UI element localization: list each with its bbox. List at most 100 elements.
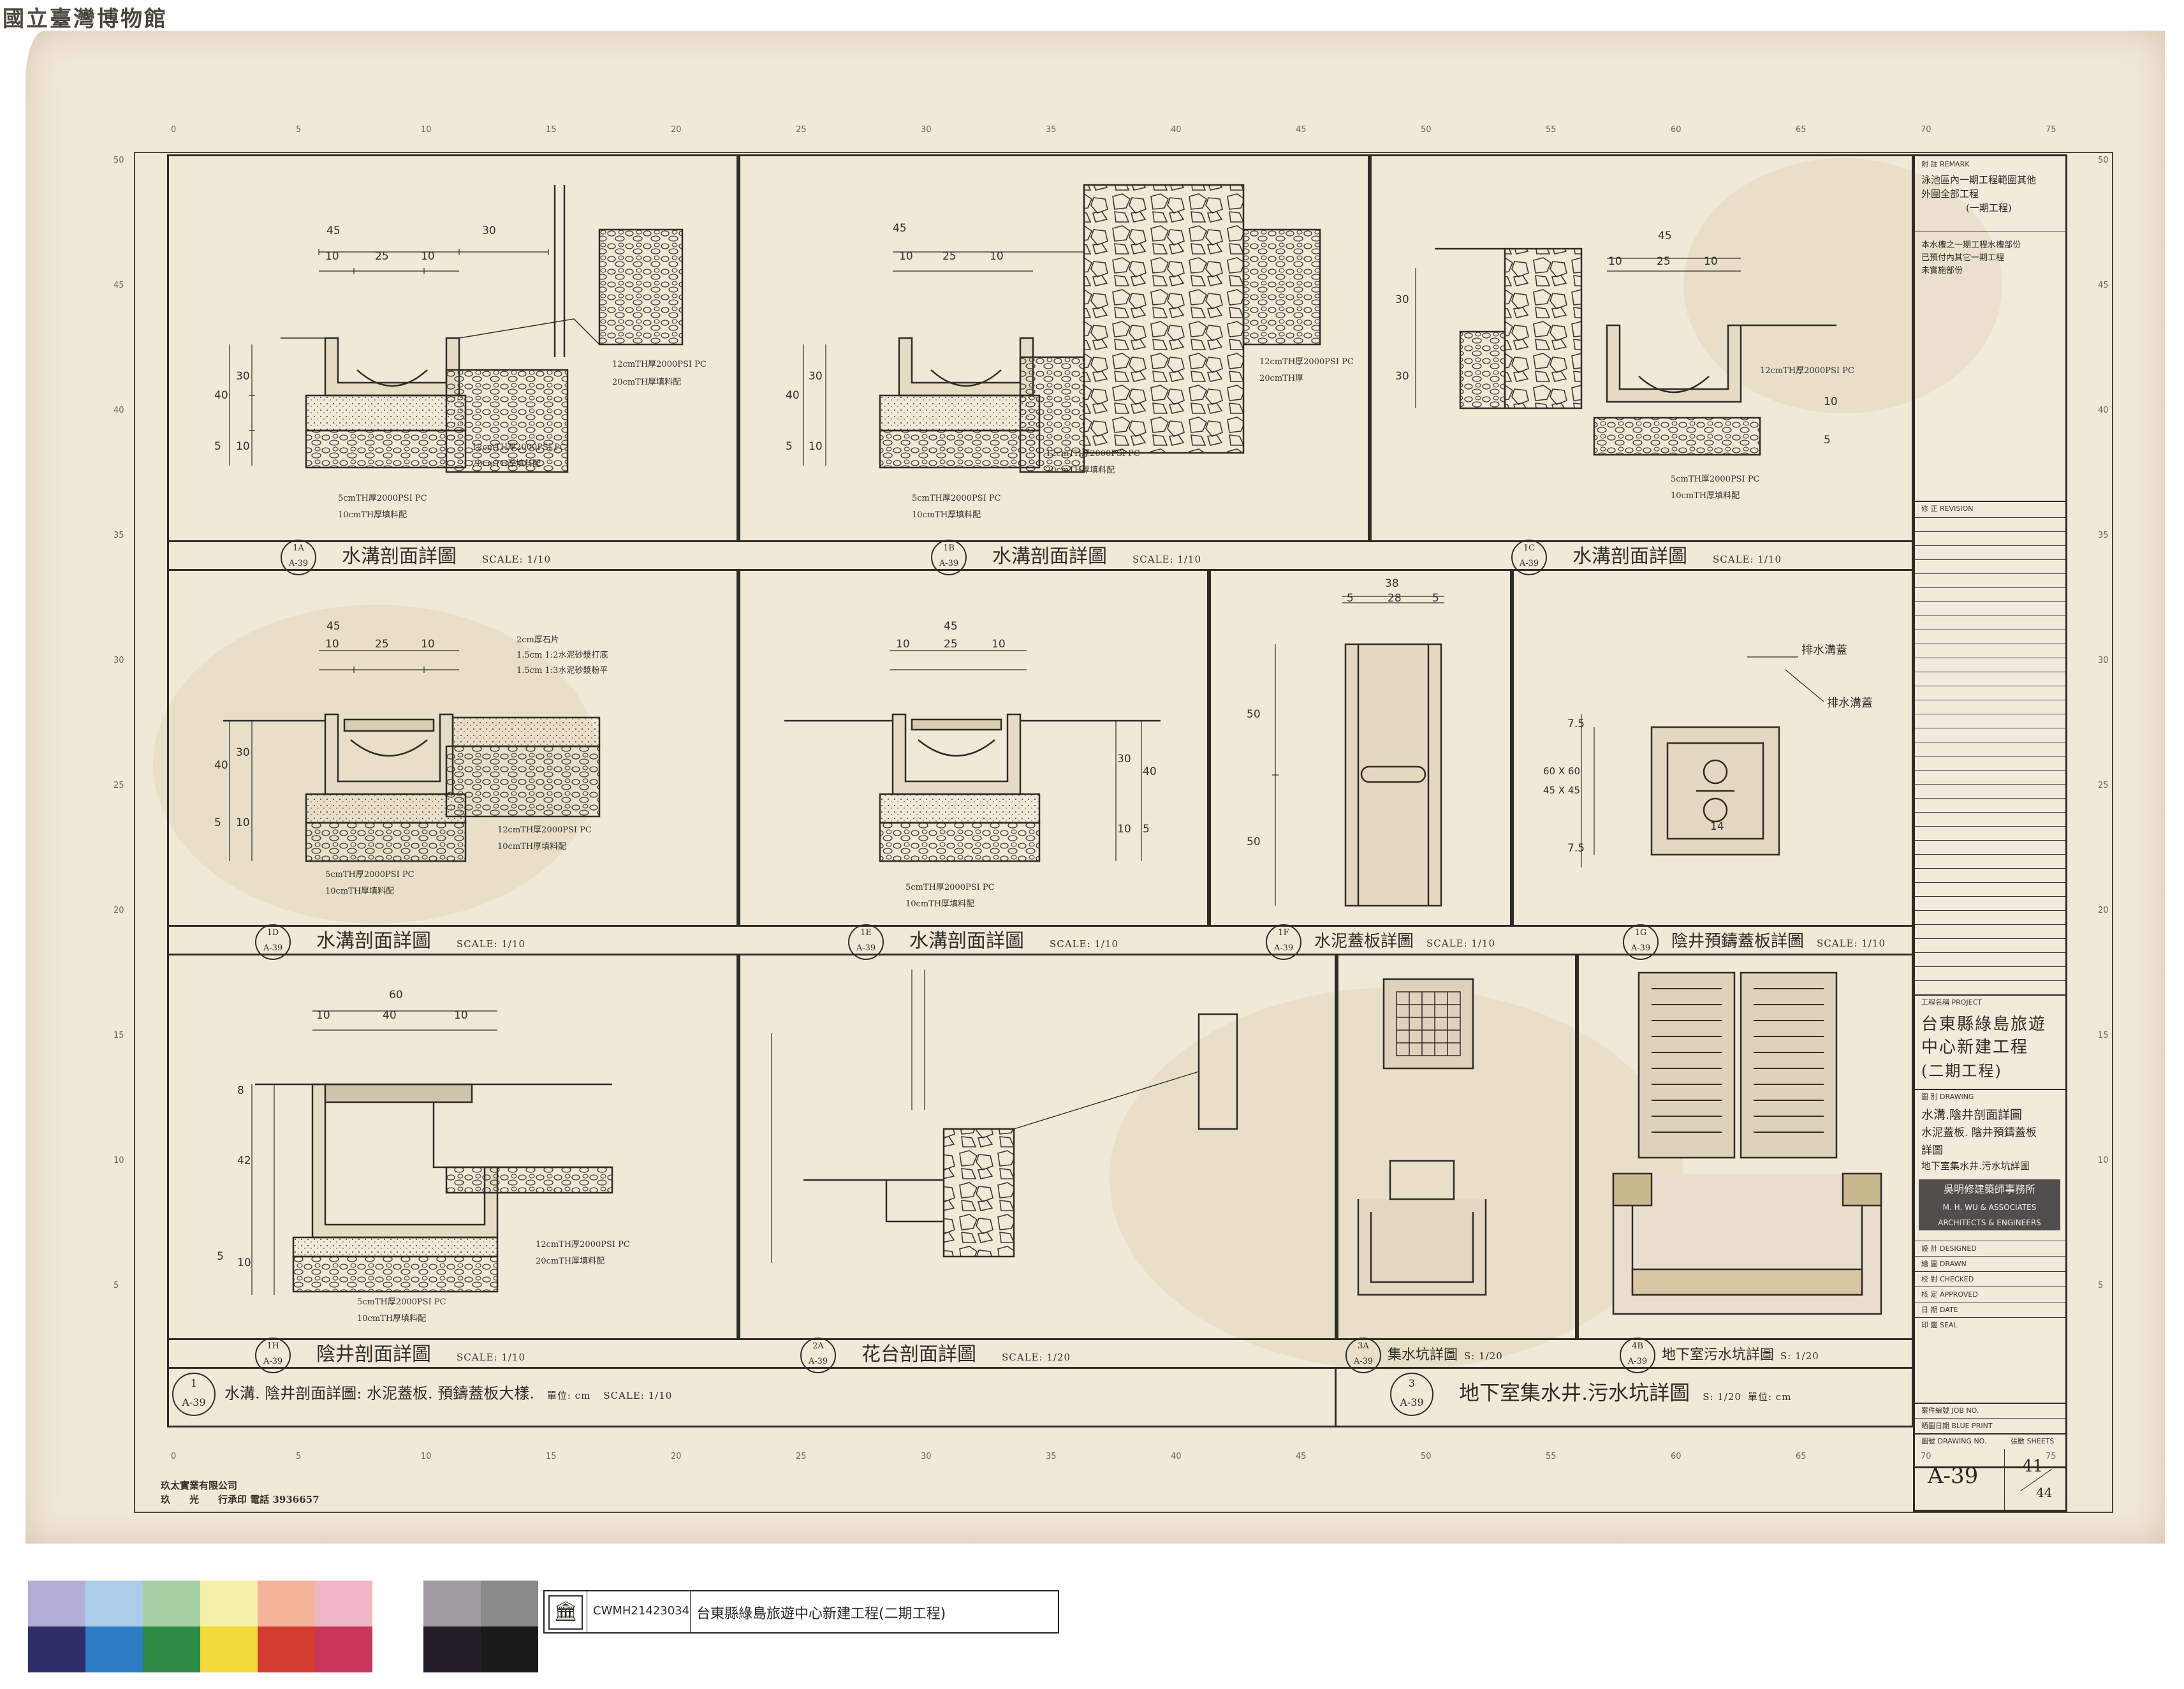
dimension-text: 30: [236, 746, 250, 759]
checked-label: 校 對 CHECKED: [1921, 1275, 1974, 1283]
dimension-text: 10: [325, 638, 339, 651]
job-label: 案件編號 JOB NO.: [1921, 1406, 1979, 1415]
ruler-mark: 50: [1421, 1452, 1432, 1461]
color-swatch: [423, 1581, 481, 1626]
material-note: 10cmTH厚填料配: [1671, 491, 1740, 501]
ruler-mark: 40: [1171, 125, 1182, 135]
ruler-mark: 75: [2046, 125, 2056, 135]
project-label: 工程名稱 PROJECT: [1921, 998, 1982, 1007]
revision-row: [1915, 826, 2065, 827]
dimension-text: 50: [1247, 836, 1261, 848]
ruler-mark: 50: [1421, 125, 1432, 135]
material-note: 20cmTH厚填料配: [612, 378, 682, 387]
divider: [1915, 1418, 2065, 1419]
remark-line: (一期工程): [1966, 202, 2012, 214]
dimension-text: 30: [1395, 293, 1409, 306]
ruler-mark: 20: [114, 906, 124, 915]
title-block: 附 註 REMARK 泳池區內一期工程範圍其他 外圍全部工程 (一期工程) 本水…: [1913, 154, 2067, 1468]
dimension-text: 45: [326, 225, 341, 237]
color-swatch: [258, 1626, 315, 1672]
dimension-text: 5: [1347, 592, 1354, 605]
ruler-mark: 35: [114, 531, 124, 540]
dimension-text: 10: [896, 638, 910, 651]
dimension-text: 28: [1388, 592, 1402, 605]
ruler-mark: 0: [171, 125, 177, 135]
dimension-text: 45: [326, 620, 341, 633]
revision-row: [1915, 812, 2065, 813]
drawing-line: 水溝.陰井剖面詳圖: [1921, 1108, 2023, 1122]
dimension-text: 45: [893, 222, 907, 235]
material-note: 12cmTH厚2000PSI PC: [536, 1240, 630, 1250]
ruler-mark: 40: [2098, 406, 2109, 415]
color-swatch: [85, 1581, 143, 1626]
panel-4b: [1575, 954, 1914, 1340]
remark-label: 附 註 REMARK: [1921, 160, 1970, 168]
dimension-text: 7.5: [1567, 718, 1585, 730]
revision-row: [1915, 559, 2065, 560]
dimension-text: 10: [316, 1009, 330, 1022]
dimension-text: 10: [809, 440, 823, 453]
project-line: 中心新建工程: [1921, 1038, 2029, 1057]
dimension-text: 10: [236, 440, 250, 453]
ruler-mark: 55: [1546, 125, 1557, 135]
dimension-text: 5: [1432, 592, 1439, 605]
material-note: 排水溝蓋: [1801, 644, 1847, 657]
revision-row: [1915, 980, 2065, 981]
material-note: 12cmTH厚2000PSI PC: [472, 443, 566, 452]
ruler-mark: 10: [114, 1156, 124, 1165]
color-swatch: [258, 1581, 315, 1626]
ruler-mark: 40: [114, 406, 124, 415]
ruler-mark: 5: [2098, 1281, 2104, 1290]
revision-row: [1915, 573, 2065, 574]
material-note: 2cm厚石片: [517, 635, 559, 645]
catalog-label: 🏛 CWMH21423034 台東縣綠島旅遊中心新建工程(二期工程): [543, 1590, 1059, 1634]
divider: [1915, 501, 2065, 502]
seal-label: 印 鑑 SEAL: [1921, 1321, 1958, 1329]
ruler-mark: 25: [114, 781, 124, 790]
color-swatch: [315, 1626, 372, 1672]
remark-line: 泳池區內一期工程範圍其他: [1921, 174, 2037, 186]
material-note: 10cmTH厚填料配: [338, 510, 407, 520]
divider: [1915, 1271, 2065, 1272]
dimension-text: 30: [809, 370, 823, 383]
sheet-total: 44: [2036, 1485, 2053, 1500]
dimension-text: 38: [1385, 577, 1399, 590]
dimension-text: 10: [1117, 823, 1131, 836]
material-note: 10cmTH厚填料配: [357, 1314, 427, 1324]
museum-building-icon: 🏛: [548, 1595, 583, 1630]
material-note: 10cmTH厚填料配: [905, 899, 975, 909]
dimension-text: 5: [1824, 434, 1831, 446]
material-note: 5cmTH厚2000PSI PC: [912, 494, 1001, 503]
material-note: 1.5cm 1:2水泥砂漿打底: [517, 651, 608, 660]
panel-1c: [1368, 154, 1914, 542]
dimension-text: 5: [214, 816, 221, 829]
revision-row: [1915, 517, 2065, 518]
dimension-text: 40: [1143, 765, 1157, 778]
material-note: 12cmTH厚2000PSI PC: [612, 360, 707, 369]
ruler-mark: 45: [114, 281, 124, 290]
divider: [1915, 1403, 2065, 1404]
sheets-label: 張數 SHEETS: [2011, 1437, 2055, 1445]
revision-row: [1915, 938, 2065, 939]
dimension-text: 10: [990, 250, 1004, 263]
revision-row: [1915, 531, 2065, 532]
color-swatch: [143, 1626, 200, 1672]
ruler-mark: 15: [546, 125, 557, 135]
ruler-mark: 25: [796, 1452, 807, 1461]
ruler-mark: 35: [1046, 1452, 1057, 1461]
color-swatch: [143, 1581, 200, 1626]
dimension-text: 10: [421, 638, 435, 651]
printer-line: 玖太實業有限公司: [161, 1480, 238, 1491]
dimension-text: 10: [899, 250, 913, 263]
revision-row: [1915, 784, 2065, 785]
